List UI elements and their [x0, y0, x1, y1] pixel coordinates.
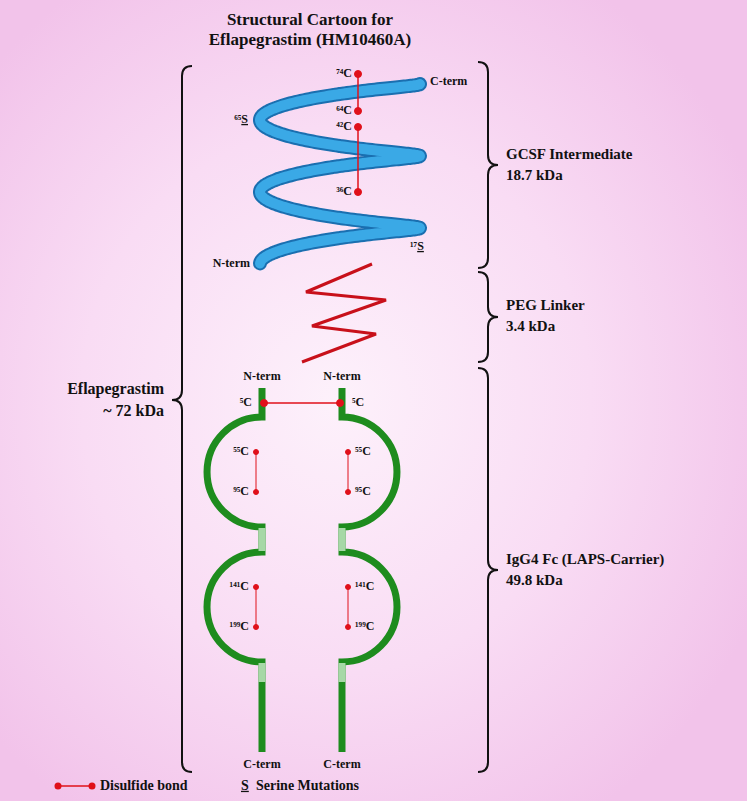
disulfide-dot	[355, 71, 362, 78]
bracket-label: Eflapegrastim	[67, 380, 164, 398]
disulfide-dot	[355, 124, 362, 131]
residue-label: ⁶⁴C	[336, 104, 352, 118]
disulfide-dot	[254, 585, 259, 590]
residue-label: ⁹⁵C	[355, 485, 371, 499]
title: Structural Cartoon for Eflapegrastim (HM…	[175, 10, 445, 49]
legend-symbol: S	[241, 778, 249, 794]
disulfide-dot	[337, 400, 344, 407]
bracket	[478, 368, 498, 772]
terminus-label: N-term	[213, 257, 250, 271]
residue-label: ³⁶C	[336, 185, 352, 199]
residue-label: ⁵⁵C	[233, 445, 249, 459]
residue-label: ⁹⁵C	[233, 485, 249, 499]
helix-ribbon	[260, 84, 420, 263]
bracket-label: IgG4 Fc (LAPS-Carrier)	[506, 551, 664, 568]
disulfide-dot	[355, 189, 362, 196]
legend-text: Serine Mutations	[256, 778, 359, 794]
disulfide-dot	[89, 783, 96, 790]
bracket	[172, 66, 192, 772]
fc-disulfides	[254, 400, 351, 630]
disulfide-dot	[355, 108, 362, 115]
chain-fade	[262, 528, 342, 682]
residue-label: ⁵C	[240, 396, 252, 410]
disulfide-dot	[254, 625, 259, 630]
terminus-label: N-term	[243, 370, 280, 384]
disulfide-line	[348, 587, 349, 627]
disulfide-dot	[254, 450, 259, 455]
disulfide-line	[357, 127, 359, 192]
terminus-label: N-term	[323, 370, 360, 384]
peg-linker	[302, 264, 386, 362]
bracket-label: PEG Linker	[506, 297, 585, 314]
residue-label: ¹⁹⁹C	[355, 620, 374, 634]
residue-label: ¹⁹⁹C	[230, 620, 249, 634]
mass-label: 49.8 kDa	[506, 572, 563, 589]
residue-label: ¹⁴¹C	[230, 580, 249, 594]
disulfide-dot	[346, 585, 351, 590]
legend-sample	[55, 783, 96, 790]
bracket	[478, 272, 498, 362]
disulfide-line	[357, 74, 359, 111]
disulfide-line	[256, 452, 257, 492]
mass-label: ~ 72 kDa	[103, 402, 164, 420]
bracket	[478, 62, 498, 268]
residue-label: ⁵⁵C	[355, 445, 371, 459]
decorations	[55, 125, 424, 792]
legend-text: Disulfide bond	[100, 778, 188, 794]
disulfide-dot	[346, 625, 351, 630]
residue-label: ⁷⁴C	[336, 67, 352, 81]
disulfide-line	[58, 785, 92, 787]
gcsf-helix	[260, 84, 420, 263]
residue-label: ¹⁷S	[410, 240, 424, 254]
mass-label: 18.7 kDa	[506, 167, 563, 184]
residue-label: ⁴²C	[336, 120, 352, 134]
disulfide-dot	[346, 450, 351, 455]
fc-chain	[207, 388, 262, 752]
helix-outline	[260, 84, 420, 263]
terminus-label: C-term	[243, 758, 280, 772]
disulfide-line	[262, 402, 342, 404]
residue-label: ⁶⁵S	[234, 113, 248, 127]
disulfide-dot	[346, 490, 351, 495]
disulfide-line	[256, 587, 257, 627]
helix-disulfides	[355, 71, 362, 196]
disulfide-dot	[254, 490, 259, 495]
terminus-label: C-term	[430, 75, 467, 89]
fc-chains	[207, 388, 397, 752]
mass-label: 3.4 kDa	[506, 318, 555, 335]
residue-label: ¹⁴¹C	[355, 580, 374, 594]
disulfide-line	[348, 452, 349, 492]
disulfide-dot	[261, 400, 268, 407]
terminus-label: C-term	[323, 758, 360, 772]
bracket-label: GCSF Intermediate	[506, 146, 633, 163]
disulfide-dot	[55, 783, 62, 790]
fc-chain	[342, 388, 397, 752]
residue-label: ⁵C	[352, 396, 364, 410]
brackets	[172, 62, 498, 772]
